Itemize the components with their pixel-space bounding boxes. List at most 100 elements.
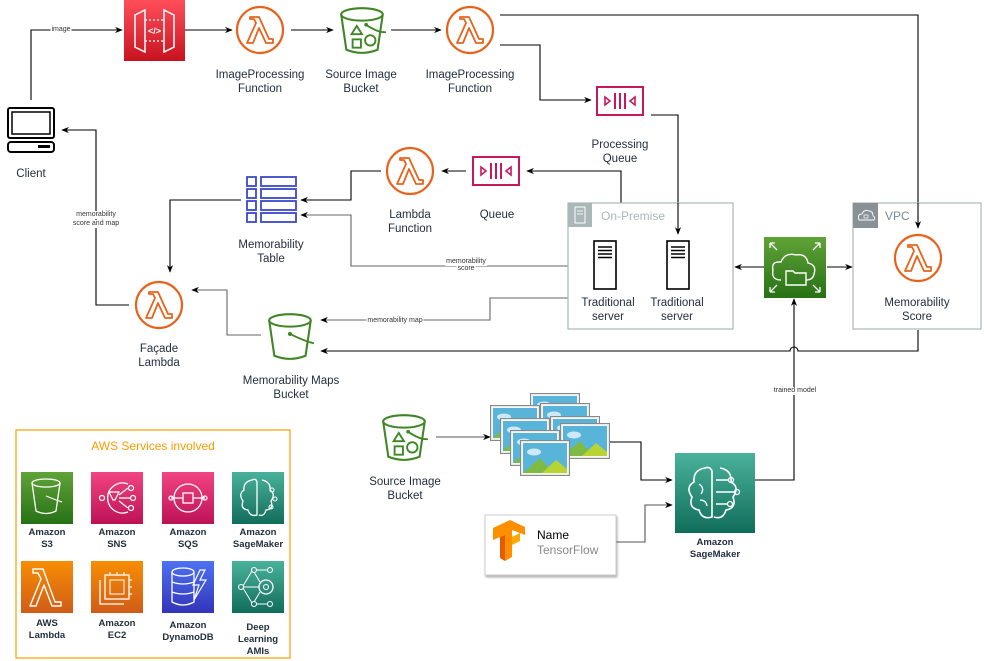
legend-label-s3-l1: Amazon <box>28 527 66 538</box>
sagemaker-label-line1: Amazon <box>696 537 734 548</box>
imageprocessing-2-label-line1: ImageProcessing <box>425 69 515 81</box>
legend-label-dlami-l1: Deep <box>246 622 270 633</box>
imageprocessing-2-label-line2: Function <box>447 83 493 95</box>
edge-label-image: image <box>50 26 72 34</box>
maps-bucket-label-line2: Bucket <box>273 389 309 401</box>
edge-sagemaker-to-storagegateway <box>755 298 798 481</box>
queue-label: Queue <box>479 209 515 221</box>
memorability-table-label-line1: Memorability <box>238 239 304 251</box>
edge-images-to-sagemaker <box>608 441 673 484</box>
legend-sagemaker-icon <box>232 472 284 524</box>
storage-gateway-icon <box>764 237 826 298</box>
sqs-queue-icon-queue <box>472 156 520 186</box>
source-bucket-bottom-label-line2: Bucket <box>387 490 423 502</box>
source-bucket-top-label-line2: Bucket <box>343 83 379 95</box>
server-icon-2 <box>666 240 690 290</box>
lambda-icon-imageprocessing-2 <box>445 5 495 55</box>
on-premise-title: On-Premise <box>601 209 666 223</box>
s3-bucket-icon-source-bottom <box>382 414 429 461</box>
legend-label-s3-l2: S3 <box>41 539 53 550</box>
legend-dynamodb-icon <box>162 561 214 613</box>
legend-ec2-icon <box>91 561 143 613</box>
tensorflow-name: Name <box>537 528 570 542</box>
legend-label-dlami-l2: Learning <box>237 634 279 645</box>
server-2-label-line2: server <box>661 311 693 323</box>
api-gateway-icon: </> <box>124 0 185 61</box>
server-icon-1 <box>593 240 617 290</box>
edge-tensorflow-to-sagemaker <box>616 501 673 543</box>
server-1-label-line2: server <box>592 311 624 323</box>
lambda-function-label-line2: Function <box>387 223 433 235</box>
edge-client-to-apigateway <box>30 26 123 100</box>
lambda-icon-facade <box>134 280 184 330</box>
server-2-label-line1: Traditional <box>650 297 704 309</box>
edge-mapsbucket-to-facade <box>191 286 261 336</box>
cloud-lock-icon <box>853 203 878 228</box>
imageprocessing-1-label-line1: ImageProcessing <box>215 69 305 81</box>
edge-imageprocessing2-to-processingqueue <box>500 44 592 104</box>
memorability-table-label-line2: Table <box>257 253 285 265</box>
legend-icons <box>21 472 284 613</box>
imageprocessing-1-label-line2: Function <box>237 83 283 95</box>
edge-label-score-line1: memorability <box>445 258 487 266</box>
edge-label-score-and-map-line1: memorability <box>75 211 117 219</box>
legend-label-lambda-l1: AWS <box>36 618 58 629</box>
on-premise-group <box>567 202 734 330</box>
legend-label-sagemaker-l2: SageMaker <box>232 539 284 550</box>
facade-lambda-label-line2: Lambda <box>138 357 180 369</box>
legend-deep-learning-ami-icon <box>232 561 284 613</box>
sagemaker-icon <box>675 453 755 533</box>
legend-label-sns-l1: Amazon <box>98 527 136 538</box>
maps-bucket-label-line1: Memorability Maps <box>242 375 340 387</box>
lambda-function-label-line1: Lambda <box>389 209 431 221</box>
tensorflow-subtitle: TensorFlow <box>537 543 599 557</box>
source-bucket-top-label-line1: Source Image <box>325 69 397 81</box>
tensorflow-card <box>484 514 617 576</box>
server-1-label-line1: Traditional <box>581 297 635 309</box>
edge-label-score-line2: score <box>456 265 476 273</box>
s3-bucket-icon-source-top <box>340 7 387 54</box>
legend-label-dynamodb-l2: DynamoDB <box>162 632 214 643</box>
edge-onpremise-score-to-table <box>300 211 568 267</box>
image-stack-icon <box>490 393 610 476</box>
edge-processingqueue-to-server2 <box>651 114 682 235</box>
edges <box>30 14 922 543</box>
edge-lambdafunction-to-table <box>300 170 381 204</box>
sagemaker-label-line2: SageMaker <box>689 549 741 560</box>
tensorflow-icon <box>493 520 525 561</box>
memorability-score-label-line2: Score <box>901 311 933 323</box>
memorability-score-label-line1: Memorability <box>884 297 950 309</box>
legend-label-sns-l2: SNS <box>107 539 127 550</box>
processing-queue-label-line2: Queue <box>602 153 638 165</box>
svg-text:</>: </> <box>148 26 161 36</box>
edge-label-trained-model: trained model <box>772 387 818 395</box>
sqs-queue-icon-processing <box>596 86 644 116</box>
lambda-icon-imageprocessing-1 <box>235 5 285 55</box>
legend-label-dlami-l3: AMIs <box>246 646 270 657</box>
legend-label-ec2-l1: Amazon <box>98 618 136 629</box>
legend-label-sagemaker-l1: Amazon <box>239 527 277 538</box>
edge-label-map: memorability map <box>366 317 424 325</box>
legend-label-dynamodb-l1: Amazon <box>169 620 207 631</box>
desktop-computer-icon <box>7 107 55 153</box>
legend-s3-icon <box>21 472 73 524</box>
source-bucket-bottom-label-line1: Source Image <box>369 476 441 488</box>
facade-lambda-label-line1: Façade <box>139 343 179 355</box>
edge-imageprocessing2-to-memorabilityscore <box>500 14 922 229</box>
legend-label-ec2-l2: EC2 <box>107 630 127 641</box>
lambda-icon-lambda-function <box>385 146 435 196</box>
legend-title: AWS Services involved <box>91 439 215 453</box>
legend-box <box>15 429 291 659</box>
edge-memorabilityscore-to-mapsbucket <box>320 330 919 355</box>
dynamodb-table-icon <box>246 176 297 223</box>
edge-label-score-and-map-line2: score and map <box>71 220 121 228</box>
legend-lambda-icon <box>21 561 73 613</box>
legend-label-lambda-l2: Lambda <box>28 630 66 641</box>
client-label: Client <box>16 168 46 180</box>
edge-onpremise-map-to-mapsbucket <box>320 297 568 324</box>
legend-label-sqs-l1: Amazon <box>169 527 207 538</box>
edge-table-to-facade <box>166 199 241 273</box>
legend-sqs-icon <box>162 472 214 524</box>
vpc-title: VPC <box>885 209 910 223</box>
